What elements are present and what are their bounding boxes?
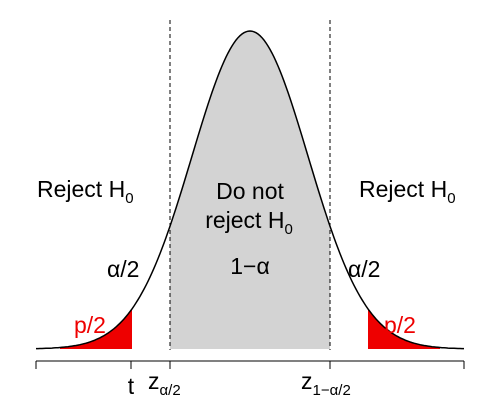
center-area-label: 1−α	[230, 253, 270, 279]
right-pvalue-label: p/2	[384, 312, 416, 338]
normal-distribution-curve	[36, 30, 464, 350]
axis-ticks	[35, 361, 465, 369]
z-upper-label: z1−α/2	[301, 368, 351, 399]
left-pvalue-label: p/2	[74, 312, 106, 338]
t-statistic-label: t	[128, 373, 135, 399]
acceptance-region-shading	[170, 31, 330, 349]
right-reject-label: Reject H0	[359, 176, 456, 207]
left-pvalue-shading	[60, 308, 132, 349]
center-reject-label: reject H0	[205, 207, 293, 238]
right-tail-area-label: α/2	[348, 256, 380, 282]
right-pvalue-shading	[368, 308, 440, 349]
left-reject-label: Reject H0	[37, 176, 134, 207]
left-tail-area-label: α/2	[107, 256, 139, 282]
center-do-not-label: Do not	[216, 178, 284, 204]
z-lower-label: zα/2	[148, 368, 181, 399]
